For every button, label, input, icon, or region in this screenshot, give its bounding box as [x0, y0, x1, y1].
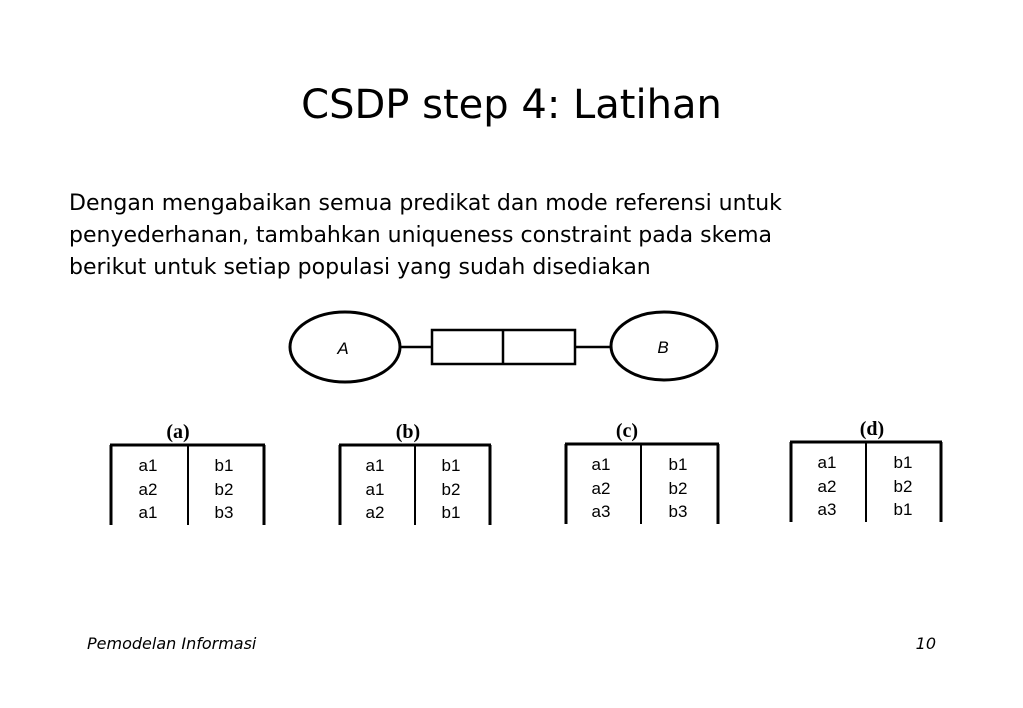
population-label: (b) [396, 421, 420, 443]
table-cell: b2 [669, 479, 688, 498]
table-cell: a2 [366, 503, 385, 522]
population-label: (c) [616, 420, 638, 442]
table-cell: b2 [894, 477, 913, 496]
table-cell: a1 [366, 480, 385, 499]
footer-course-name: Pemodelan Informasi [87, 634, 257, 653]
table-cell: a3 [592, 502, 611, 521]
entity-b-ellipse [609, 310, 719, 382]
table-cell: b1 [442, 456, 461, 475]
table-cell: a2 [139, 480, 158, 499]
table-cell: a2 [592, 479, 611, 498]
body-line: berikut untuk setiap populasi yang sudah… [69, 255, 651, 280]
body-line: Dengan mengabaikan semua predikat dan mo… [69, 191, 782, 216]
entity-a-label: A [336, 339, 348, 358]
population-label: (d) [860, 418, 884, 440]
table-cell: a2 [818, 477, 837, 496]
table-cell: b2 [442, 480, 461, 499]
population-table-b: (b) a1 b1 a1 b2 a2 b1 [338, 421, 492, 525]
table-cell: b1 [894, 453, 913, 472]
table-cell: b3 [669, 502, 688, 521]
table-cell: b1 [894, 500, 913, 519]
table-cell: b1 [669, 455, 688, 474]
table-cell: a1 [366, 456, 385, 475]
table-cell: b1 [215, 456, 234, 475]
table-cell: b1 [442, 503, 461, 522]
table-cell: a1 [818, 453, 837, 472]
table-cell: b2 [215, 480, 234, 499]
table-cell: a3 [818, 500, 837, 519]
table-cell: a1 [139, 503, 158, 522]
body-line: penyederhanan, tambahkan uniqueness cons… [69, 223, 773, 248]
population-table-d: (d) a1 b1 a2 b2 a3 b1 [789, 418, 943, 522]
population-table-c: (c) a1 b1 a2 b2 a3 b3 [564, 420, 720, 524]
population-table-a: (a) a1 b1 a2 b2 a1 b3 [109, 421, 266, 525]
footer-page-number: 10 [915, 634, 936, 653]
slide-body: Dengan mengabaikan semua predikat dan mo… [69, 188, 949, 284]
population-label: (a) [166, 421, 189, 443]
entity-b-label: B [657, 338, 668, 357]
table-cell: a1 [139, 456, 158, 475]
table-cell: a1 [592, 455, 611, 474]
slide-title: CSDP step 4: Latihan [301, 82, 722, 128]
table-cell: b3 [215, 503, 234, 522]
